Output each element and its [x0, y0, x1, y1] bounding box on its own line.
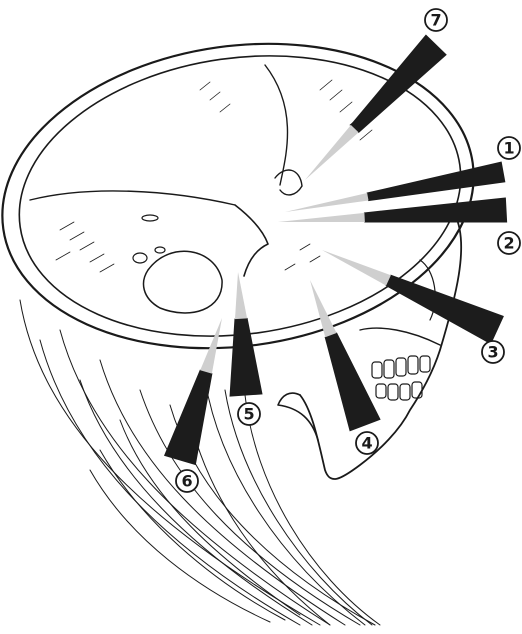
- foramen-small-1: [142, 215, 158, 221]
- marker-4-label: 4: [361, 434, 372, 453]
- approach-arrow-4: [325, 333, 380, 431]
- approach-arrow-5: [230, 318, 262, 396]
- approach-arrow-1: [367, 162, 505, 200]
- fossa-shading: [56, 80, 372, 272]
- approach-arrow-6: [165, 370, 212, 464]
- middle-fossa-line: [30, 191, 235, 205]
- approach-arrow-4-tip: [310, 280, 337, 337]
- approach-arrow-2: [364, 198, 506, 222]
- marker-1: 1: [498, 137, 520, 159]
- marker-7-label: 7: [430, 11, 441, 30]
- marker-3-label: 3: [487, 343, 498, 362]
- approach-arrow-1-tip: [285, 193, 369, 212]
- anterior-fossa-line: [265, 65, 288, 185]
- sella-region: [275, 170, 302, 195]
- marker-4: 4: [356, 432, 378, 454]
- approach-arrow-7: [351, 35, 446, 132]
- approach-arrow-6-tip: [200, 318, 222, 374]
- marker-1-label: 1: [503, 139, 514, 158]
- foramen-magnum: [144, 251, 223, 313]
- clivus: [235, 205, 268, 276]
- marker-5: 5: [238, 403, 260, 425]
- marker-2-label: 2: [503, 234, 514, 253]
- marker-2: 2: [498, 232, 520, 254]
- foramen-small-3: [155, 247, 165, 253]
- marker-5-label: 5: [243, 405, 254, 424]
- approach-arrows: [165, 35, 507, 464]
- marker-6: 6: [176, 470, 198, 492]
- foramen-small-2: [133, 253, 147, 263]
- face-outline: [300, 215, 461, 479]
- approach-arrow-3-tip: [322, 250, 391, 286]
- approach-arrow-2-tip: [278, 213, 365, 222]
- approach-arrow-7-tip: [305, 125, 359, 180]
- marker-7: 7: [425, 9, 447, 31]
- maxilla: [360, 328, 440, 345]
- approach-arrow-5-tip: [235, 272, 247, 319]
- mandible-ramus: [278, 393, 318, 440]
- marker-6-label: 6: [181, 472, 192, 491]
- marker-3: 3: [482, 341, 504, 363]
